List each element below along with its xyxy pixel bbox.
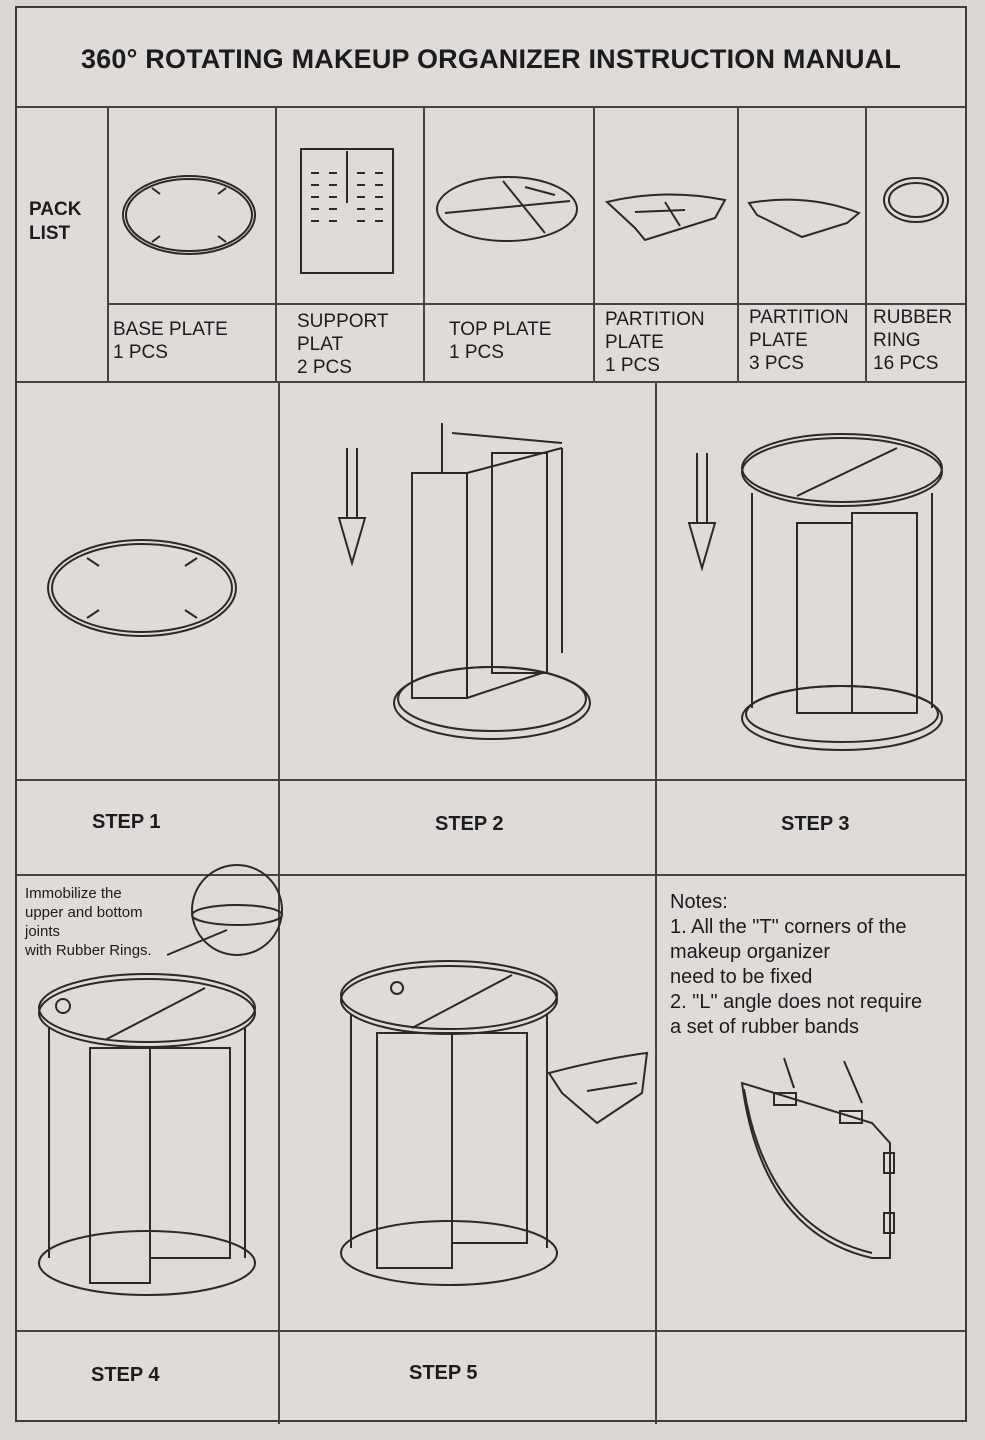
- down-arrow-icon: [687, 453, 717, 572]
- divider: [275, 106, 277, 381]
- item-name: RING: [873, 330, 921, 351]
- partition-plate-insert-illustration: [547, 1051, 649, 1125]
- step-2-label: STEP 2: [435, 813, 504, 835]
- top-plate-icon: [436, 176, 578, 242]
- pack-item-base-plate: BASE PLATE 1 PCS: [113, 318, 228, 364]
- note-line: makeup organizer: [670, 941, 831, 963]
- step-1-label: STEP 1: [92, 811, 161, 833]
- step5-organizer-illustration: [340, 960, 558, 1286]
- pack-item-support-plate: SUPPORT PLAT 2 PCS: [297, 310, 389, 379]
- item-name: TOP PLATE: [449, 319, 552, 340]
- item-qty: 2 PCS: [297, 357, 352, 378]
- item-qty: 1 PCS: [449, 342, 504, 363]
- item-name: PLAT: [297, 334, 344, 355]
- caption-line: upper and bottom: [25, 904, 143, 921]
- divider: [17, 874, 965, 876]
- instruction-sheet: 360° ROTATING MAKEUP ORGANIZER INSTRUCTI…: [15, 6, 967, 1424]
- divider: [737, 106, 739, 381]
- notes-partition-corner-illustration: [740, 1057, 895, 1259]
- base-plate-icon: [122, 175, 256, 255]
- caption-line: joints: [25, 923, 61, 940]
- pack-item-top-plate: TOP PLATE 1 PCS: [449, 318, 551, 364]
- rubber-ring-detail-magnifier-icon: [166, 864, 283, 956]
- divider: [593, 106, 595, 381]
- step4-organizer-illustration: [38, 973, 256, 1296]
- divider: [865, 106, 867, 381]
- pack-item-rubber-ring: RUBBER RING 16 PCS: [873, 306, 952, 375]
- list-label: LIST: [29, 223, 71, 244]
- caption-line: with Rubber Rings.: [25, 942, 152, 959]
- divider: [655, 381, 657, 1424]
- pack-item-partition-plate-1: PARTITION PLATE 1 PCS: [605, 308, 705, 377]
- step2-support-assembly-illustration: [393, 423, 591, 740]
- step1-base-plate-illustration: [47, 539, 237, 637]
- rubber-ring-icon: [883, 177, 949, 223]
- item-qty: 16 PCS: [873, 353, 939, 374]
- divider: [17, 779, 965, 781]
- divider: [17, 1330, 965, 1332]
- item-qty: 1 PCS: [605, 355, 660, 376]
- manual-title: 360° ROTATING MAKEUP ORGANIZER INSTRUCTI…: [80, 44, 902, 74]
- down-arrow-icon: [337, 448, 367, 567]
- item-qty: 3 PCS: [749, 353, 804, 374]
- pack-label: PACK: [29, 199, 82, 220]
- item-name: RUBBER: [873, 307, 953, 328]
- item-name: PLATE: [749, 330, 808, 351]
- step3-top-plate-illustration: [741, 433, 943, 751]
- item-name: PARTITION: [605, 309, 705, 330]
- note-line: 2. "L" angle does not require: [670, 991, 923, 1013]
- item-name: PLATE: [605, 332, 664, 353]
- divider: [278, 381, 280, 1424]
- item-name: PARTITION: [749, 307, 849, 328]
- divider: [107, 106, 109, 381]
- pack-item-partition-plate-3: PARTITION PLATE 3 PCS: [749, 306, 849, 375]
- note-line: need to be fixed: [670, 966, 813, 988]
- caption-line: Immobilize the: [25, 885, 122, 902]
- partition-plate-divided-icon: [604, 193, 727, 242]
- step-3-label: STEP 3: [781, 813, 850, 835]
- support-plate-icon: [300, 148, 394, 274]
- divider: [17, 381, 965, 383]
- notes-block: Notes: 1. All the "T" corners of the mak…: [670, 890, 922, 1040]
- divider: [423, 106, 425, 381]
- step-4-label: STEP 4: [91, 1364, 160, 1386]
- divider: [107, 303, 965, 305]
- note-line: 1. All the "T" corners of the: [670, 916, 907, 938]
- divider: [17, 106, 965, 108]
- item-name: BASE PLATE: [113, 319, 228, 340]
- partition-plate-icon: [747, 198, 861, 239]
- notes-heading: Notes:: [670, 891, 728, 913]
- step-5-label: STEP 5: [409, 1362, 478, 1384]
- note-line: a set of rubber bands: [670, 1016, 860, 1038]
- pack-list-label: PACK LIST: [29, 198, 81, 246]
- item-qty: 1 PCS: [113, 342, 168, 363]
- item-name: SUPPORT: [297, 311, 389, 332]
- step4-instruction: Immobilize the upper and bottom joints w…: [25, 884, 152, 960]
